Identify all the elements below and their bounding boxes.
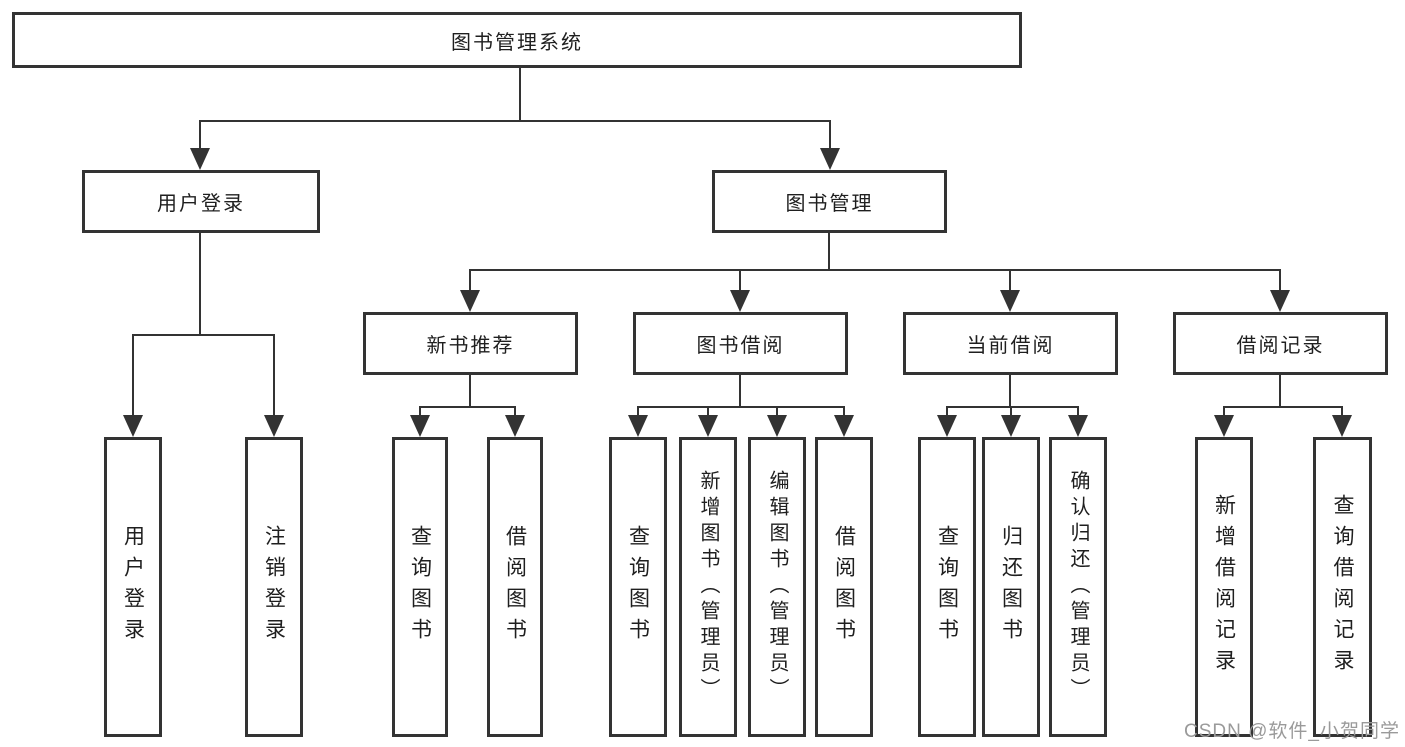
connector-line — [199, 233, 201, 336]
connector-line — [828, 233, 830, 271]
connector-line — [776, 406, 778, 419]
arrow-down-icon — [1000, 290, 1020, 312]
leaf-user-login: 用户登录 — [104, 437, 162, 737]
connector-line — [199, 120, 201, 152]
connector-line — [469, 269, 471, 294]
arrow-down-icon — [628, 415, 648, 437]
node-borrowing-records: 借阅记录 — [1173, 312, 1388, 375]
arrow-down-icon — [1270, 290, 1290, 312]
arrow-down-icon — [730, 290, 750, 312]
leaf-edit-book-admin: 编辑图书（管理员） — [748, 437, 806, 737]
node-library-management-system: 图书管理系统 — [12, 12, 1022, 68]
connector-line — [469, 375, 471, 408]
arrow-down-icon — [698, 415, 718, 437]
connector-line — [1341, 406, 1343, 419]
connector-line — [637, 406, 639, 419]
connector-line — [1077, 406, 1079, 419]
connector-line — [1279, 269, 1281, 294]
arrow-down-icon — [460, 290, 480, 312]
connector-line — [739, 269, 741, 294]
connector-line — [946, 406, 1079, 408]
arrow-down-icon — [1214, 415, 1234, 437]
connector-line — [419, 406, 421, 419]
connector-line — [1223, 406, 1343, 408]
connector-line — [273, 334, 275, 417]
arrow-down-icon — [505, 415, 525, 437]
arrow-down-icon — [937, 415, 957, 437]
arrow-down-icon — [1001, 415, 1021, 437]
arrow-down-icon — [264, 415, 284, 437]
connector-line — [132, 334, 275, 336]
node-book-management: 图书管理 — [712, 170, 947, 233]
connector-line — [843, 406, 845, 419]
arrow-down-icon — [410, 415, 430, 437]
connector-line — [514, 406, 516, 419]
connector-line — [1009, 269, 1011, 294]
connector-line — [519, 68, 521, 122]
connector-line — [469, 269, 1281, 271]
connector-line — [1279, 375, 1281, 408]
leaf-return-books: 归还图书 — [982, 437, 1040, 737]
connector-line — [946, 406, 948, 419]
node-user-login: 用户登录 — [82, 170, 320, 233]
connector-line — [1223, 406, 1225, 419]
leaf-query-books-current: 查询图书 — [918, 437, 976, 737]
arrow-down-icon — [1068, 415, 1088, 437]
leaf-query-books-borrowing: 查询图书 — [609, 437, 667, 737]
leaf-add-book-admin: 新增图书（管理员） — [679, 437, 737, 737]
leaf-borrow-books-borrowing: 借阅图书 — [815, 437, 873, 737]
connector-line — [132, 334, 134, 417]
node-book-borrowing: 图书借阅 — [633, 312, 848, 375]
arrow-down-icon — [767, 415, 787, 437]
leaf-query-books-recommend: 查询图书 — [392, 437, 448, 737]
connector-line — [1010, 406, 1012, 419]
arrow-down-icon — [834, 415, 854, 437]
connector-line — [707, 406, 709, 419]
arrow-down-icon — [190, 148, 210, 170]
connector-line — [637, 406, 845, 408]
arrow-down-icon — [820, 148, 840, 170]
node-current-borrowing: 当前借阅 — [903, 312, 1118, 375]
leaf-confirm-return-admin: 确认归还（管理员） — [1049, 437, 1107, 737]
leaf-logout: 注销登录 — [245, 437, 303, 737]
leaf-borrow-books-recommend: 借阅图书 — [487, 437, 543, 737]
connector-line — [1009, 375, 1011, 408]
connector-line — [419, 406, 516, 408]
connector-line — [829, 120, 831, 152]
connector-line — [739, 375, 741, 408]
arrow-down-icon — [123, 415, 143, 437]
leaf-add-borrowing-record: 新增借阅记录 — [1195, 437, 1253, 737]
node-new-book-recommendation: 新书推荐 — [363, 312, 578, 375]
connector-line — [199, 120, 831, 122]
arrow-down-icon — [1332, 415, 1352, 437]
leaf-query-borrowing-record: 查询借阅记录 — [1313, 437, 1372, 737]
